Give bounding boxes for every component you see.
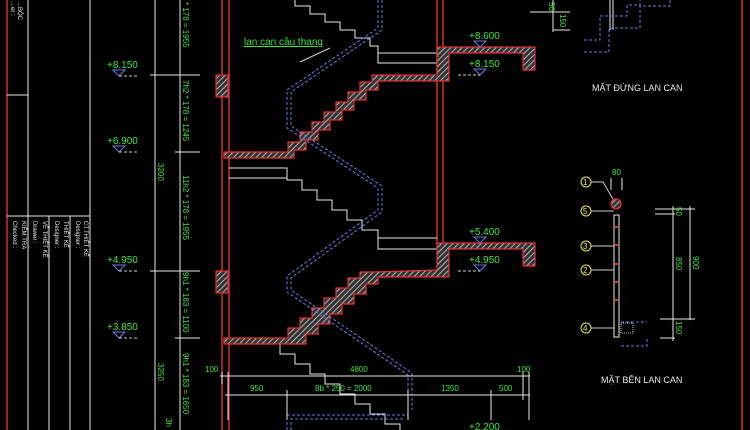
title-block-kiem-tra: KIỂM TRA bbox=[20, 221, 27, 249]
title-block-designer-2: Designer : bbox=[53, 221, 59, 249]
floor-height-partial: 3h bbox=[164, 418, 173, 427]
svg-text:3: 3 bbox=[583, 242, 588, 251]
svg-text:2: 2 bbox=[583, 266, 588, 275]
landing-upper bbox=[223, 46, 536, 159]
railing-label: lan can cầu thang bbox=[244, 36, 323, 48]
dim-flight-1245: 7h2 * 178 = 1245 bbox=[181, 80, 190, 142]
svg-text:4: 4 bbox=[583, 324, 588, 333]
dim-500: 500 bbox=[499, 384, 513, 393]
title-block: ...BỘC ...er : CT.THIẾT KẾ Designer : TH… bbox=[6, 0, 91, 430]
side-dim-850: 850 bbox=[674, 257, 683, 271]
dim-1350: 1350 bbox=[441, 384, 459, 393]
elevation-markers-right: +8.600 +8.150 +5.400 +4.950 +2.200 bbox=[458, 31, 500, 430]
detail-dim-150: 150 bbox=[558, 14, 567, 28]
elevation-8150-right: +8.150 bbox=[469, 59, 500, 70]
dim-flight-top: * 178 = 1955 bbox=[181, 2, 190, 48]
callout-1: 1 bbox=[580, 176, 614, 200]
title-block-designer-1: Designer : bbox=[74, 221, 80, 249]
dim-flight-1955: 11h2 * 178 = 1955 bbox=[181, 175, 190, 241]
title-block-ve-thiet-ke: VẼ THIẾT KẾ bbox=[41, 221, 48, 257]
side-dim-150: 150 bbox=[674, 321, 683, 335]
column-lower bbox=[215, 270, 229, 294]
dim-flight-1650: 9h1 * 183 = 1650 bbox=[181, 353, 190, 415]
side-view-title: MẶT BÊN LAN CAN bbox=[601, 375, 682, 385]
title-block-partial-1: ...BỘC bbox=[16, 2, 23, 21]
dim-4800: 4800 bbox=[350, 365, 368, 374]
horizontal-dimensions: 100 4800 100 950 8b * 250 = 2000 1350 50… bbox=[205, 365, 531, 420]
dim-950: 950 bbox=[250, 384, 264, 393]
callout-5: 5 bbox=[580, 205, 614, 217]
dim-100-right: 100 bbox=[517, 365, 531, 374]
railing-line bbox=[286, 0, 409, 410]
elevation-view-title: MẶT ĐỨNG LAN CAN bbox=[592, 83, 683, 93]
elevation-6900: +6.900 bbox=[107, 136, 138, 147]
side-dim-80: 80 bbox=[612, 168, 621, 177]
dim-100-left: 100 bbox=[205, 365, 219, 374]
elevation-2200: +2.200 bbox=[469, 422, 500, 430]
elevation-4950-right: +4.950 bbox=[469, 255, 500, 266]
railing-side-detail: 80 50 850 900 150 1 5 3 2 4 MẶT BÊN LAN … bbox=[580, 168, 700, 385]
elevation-3850: +3.850 bbox=[107, 322, 138, 333]
elevation-5400: +5.400 bbox=[469, 227, 500, 238]
title-block-ct-thiet-ke: CT.THIẾT KẾ bbox=[82, 221, 89, 257]
dim-2000: 8b * 250 = 2000 bbox=[315, 384, 372, 393]
dim-flight-1100: 9h1 * 183 = 1100 bbox=[181, 272, 190, 333]
railing-post bbox=[613, 214, 620, 338]
elevation-markers-left: +8.150 +6.900 +4.950 +3.850 bbox=[107, 60, 138, 339]
title-block-drawer: Drawer : bbox=[31, 221, 37, 244]
svg-text:5: 5 bbox=[583, 207, 588, 216]
callout-3: 3 bbox=[580, 240, 614, 252]
floor-height-3250: 3250 bbox=[156, 363, 165, 381]
title-block-partial-2: ...er : bbox=[9, 2, 15, 16]
elevation-4950: +4.950 bbox=[107, 255, 138, 266]
floor-height-3200: 3200 bbox=[156, 163, 165, 181]
handrail-section bbox=[610, 198, 622, 210]
elevation-8600: +8.600 bbox=[469, 31, 500, 42]
callout-4: 4 bbox=[580, 322, 614, 334]
callout-2: 2 bbox=[580, 264, 614, 276]
stair-section: lan can cầu thang bbox=[215, 0, 536, 430]
svg-text:1: 1 bbox=[583, 178, 588, 187]
detail-dim-50: 50 bbox=[547, 2, 556, 11]
column-upper bbox=[215, 74, 229, 98]
title-block-thiet-ke: THIẾT KẾ bbox=[62, 221, 69, 248]
side-dim-900: 900 bbox=[691, 256, 700, 270]
elevation-8150: +8.150 bbox=[107, 60, 138, 71]
title-block-checked: Checked : bbox=[11, 221, 17, 248]
side-dim-50: 50 bbox=[674, 207, 683, 216]
vertical-dimensions: * 178 = 1955 7h2 * 178 = 1245 11h2 * 178… bbox=[150, 0, 200, 430]
railing-elevation-detail: 50 150 MẶT ĐỨNG LAN CAN bbox=[530, 0, 683, 93]
